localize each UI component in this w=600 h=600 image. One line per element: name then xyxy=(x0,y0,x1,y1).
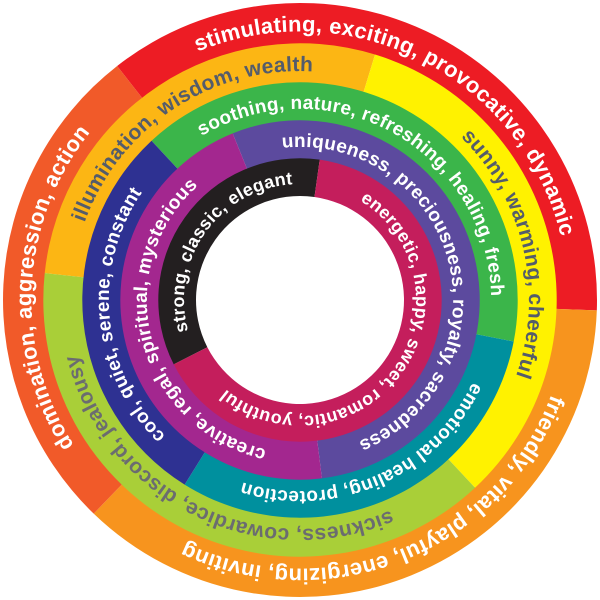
wheel-segment-blue xyxy=(82,140,206,485)
wheel-segment-red xyxy=(117,2,598,311)
wheel-segment-black xyxy=(158,158,320,365)
wheel-segment-magenta xyxy=(120,133,322,480)
wheel-segment-green xyxy=(151,82,518,342)
wheel-segment-yellow xyxy=(363,54,557,488)
wheel-segment-red-orange xyxy=(3,65,143,514)
wheel-segment-yellow-green xyxy=(43,273,476,557)
wheel-segment-teal xyxy=(184,334,514,518)
wheel-segment-violet xyxy=(232,120,480,479)
wheel-segment-gold xyxy=(44,43,376,278)
wheel-segment-orange xyxy=(93,308,597,597)
